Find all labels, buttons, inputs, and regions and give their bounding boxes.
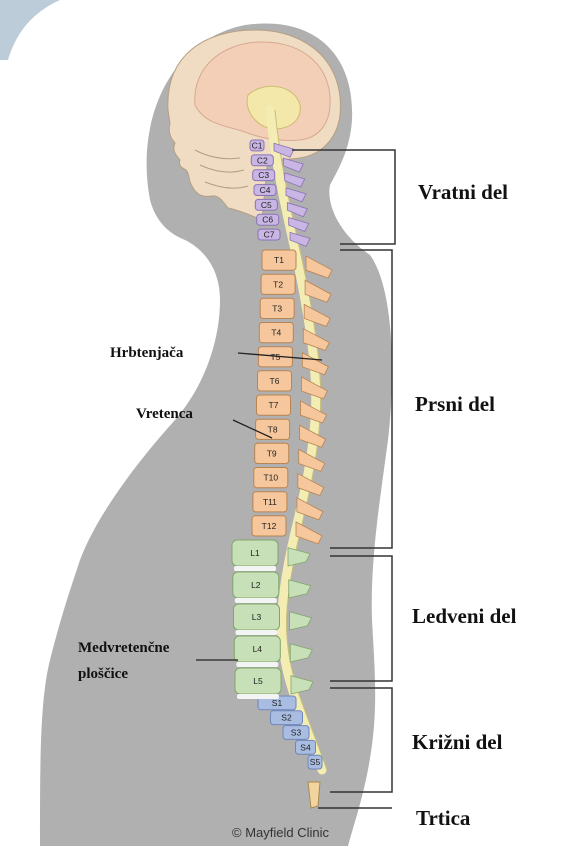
vertebra-s5: S5 xyxy=(308,755,322,769)
region-label-cervical: Vratni del xyxy=(418,180,508,205)
vertebra-label-t12: T12 xyxy=(262,521,277,531)
credit-text: © Mayfield Clinic xyxy=(232,825,329,840)
vertebra-c3: C3 xyxy=(253,170,275,181)
vertebra-label-t8: T8 xyxy=(268,424,278,434)
region-label-sacral: Križni del xyxy=(412,730,502,755)
vertebra-label-t11: T11 xyxy=(263,497,277,507)
vertebra-label-t4: T4 xyxy=(271,328,281,338)
vertebra-c6: C6 xyxy=(257,214,279,225)
vertebra-t6: T6 xyxy=(258,371,292,391)
vertebra-label-t10: T10 xyxy=(263,473,278,483)
vertebra-l3: L3 xyxy=(234,604,280,630)
vertebra-t2: T2 xyxy=(261,274,295,294)
vertebra-label-s5: S5 xyxy=(310,757,321,767)
disc-2 xyxy=(235,598,277,603)
vertebra-c4: C4 xyxy=(254,185,276,196)
vertebra-t9: T9 xyxy=(255,443,289,463)
vertebra-t12: T12 xyxy=(252,516,286,536)
corner-decoration xyxy=(0,0,60,60)
vertebra-label-s2: S2 xyxy=(281,713,292,723)
vertebra-label-c3: C3 xyxy=(258,170,269,180)
label-vertebrae: Vretenca xyxy=(136,404,193,424)
vertebra-label-c2: C2 xyxy=(257,155,268,165)
vertebra-label-t3: T3 xyxy=(272,303,282,313)
vertebra-label-s3: S3 xyxy=(291,728,302,738)
vertebra-label-t1: T1 xyxy=(274,255,284,265)
vertebra-label-s4: S4 xyxy=(300,742,311,752)
vertebra-t11: T11 xyxy=(253,492,287,512)
vertebra-t3: T3 xyxy=(260,298,294,318)
region-label-thoracic: Prsni del xyxy=(415,392,495,417)
vertebra-t1: T1 xyxy=(262,250,296,270)
label-discs-line1: Medvretenčne xyxy=(78,638,169,658)
vertebra-s3: S3 xyxy=(283,726,309,740)
vertebra-c1: C1 xyxy=(250,140,264,151)
vertebra-label-c5: C5 xyxy=(261,200,272,210)
vertebra-t10: T10 xyxy=(254,468,288,488)
vertebra-label-l5: L5 xyxy=(253,676,263,686)
vertebra-label-l1: L1 xyxy=(250,548,260,558)
vertebra-t7: T7 xyxy=(257,395,291,415)
vertebra-label-t7: T7 xyxy=(269,400,279,410)
vertebra-label-l4: L4 xyxy=(253,644,263,654)
vertebra-label-l3: L3 xyxy=(252,612,262,622)
vertebra-label-t9: T9 xyxy=(267,448,277,458)
vertebra-label-t6: T6 xyxy=(270,376,280,386)
disc-1 xyxy=(234,566,276,571)
vertebra-label-c4: C4 xyxy=(260,185,271,195)
vertebra-s4: S4 xyxy=(296,740,316,754)
disc-3 xyxy=(236,630,278,635)
vertebra-t8: T8 xyxy=(256,419,290,439)
vertebra-c7: C7 xyxy=(258,229,280,240)
vertebra-l2: L2 xyxy=(233,572,279,598)
region-label-coccyx: Trtica xyxy=(416,806,470,831)
vertebra-l5: L5 xyxy=(235,668,281,694)
disc-4 xyxy=(236,662,278,667)
vertebra-s2: S2 xyxy=(271,711,303,725)
vertebra-label-c6: C6 xyxy=(262,215,273,225)
vertebra-t4: T4 xyxy=(259,323,293,343)
region-label-lumbar: Ledveni del xyxy=(412,604,516,629)
vertebra-c2: C2 xyxy=(251,155,273,166)
vertebra-label-l2: L2 xyxy=(251,580,261,590)
vertebra-label-c7: C7 xyxy=(264,230,275,240)
vertebra-label-s1: S1 xyxy=(272,698,283,708)
vertebra-l1: L1 xyxy=(232,540,278,566)
disc-5 xyxy=(237,694,279,699)
label-spinal-cord: Hrbtenjača xyxy=(110,343,183,363)
vertebra-c5: C5 xyxy=(255,199,277,210)
vertebra-label-t2: T2 xyxy=(273,279,283,289)
vertebra-label-c1: C1 xyxy=(252,140,263,150)
vertebra-l4: L4 xyxy=(234,636,280,662)
label-discs-line2: ploščice xyxy=(78,664,128,684)
